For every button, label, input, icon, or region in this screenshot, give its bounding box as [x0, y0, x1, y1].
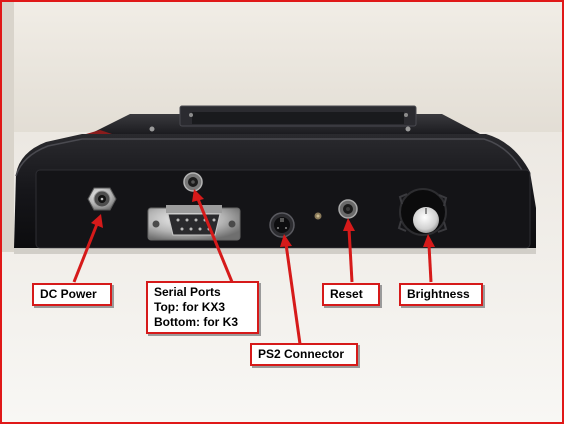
serial-ports-bottom-note: Bottom: for K3	[154, 315, 238, 329]
ps2-connector-label: PS2 Connector	[250, 343, 358, 366]
reset-label: Reset	[322, 283, 380, 306]
ps2-connector-text: PS2 Connector	[258, 347, 345, 361]
brightness-text: Brightness	[407, 287, 470, 301]
reset-button	[338, 199, 358, 219]
dc-power-label: DC Power	[32, 283, 112, 306]
brightness-knob	[397, 188, 448, 236]
brightness-label: Brightness	[399, 283, 483, 306]
serial-audio-jack	[183, 172, 203, 192]
ps2-port	[269, 212, 295, 238]
dc-power-text: DC Power	[40, 287, 97, 301]
serial-ports-label: Serial Ports Top: for KX3 Bottom: for K3	[146, 281, 259, 334]
db9-serial-connector	[147, 205, 241, 241]
dc-power-jack	[87, 187, 117, 211]
enclosure-top	[86, 105, 480, 134]
serial-ports-title: Serial Ports	[154, 285, 221, 299]
serial-ports-top-note: Top: for KX3	[154, 300, 226, 314]
annotation-arrows	[72, 189, 435, 345]
left-edge-shadow	[2, 2, 14, 252]
panel-screw	[314, 212, 322, 220]
reset-text: Reset	[330, 287, 363, 301]
